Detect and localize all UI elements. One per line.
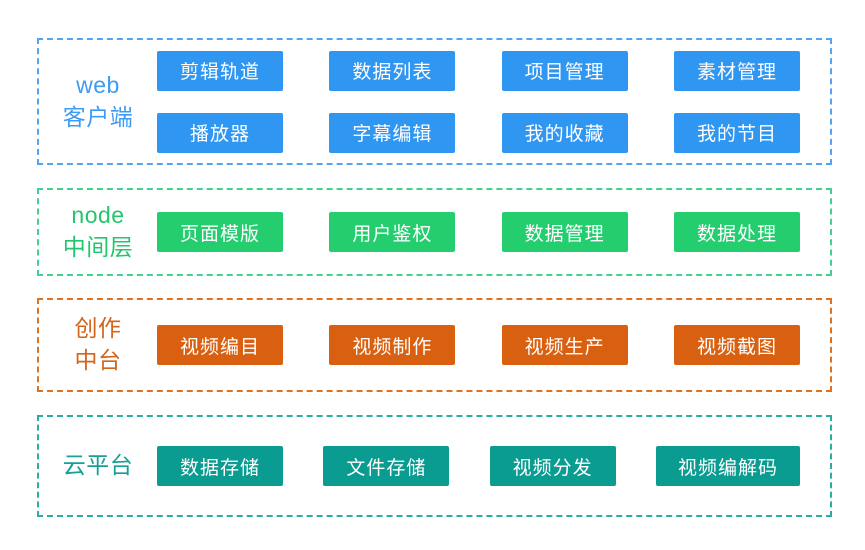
module-box: 字幕编辑 [329,112,456,153]
module-box: 视频截图 [673,325,800,365]
module-box: 数据管理 [501,212,628,252]
layer-title-line: 中台 [74,347,122,373]
layer-title-line: node [71,202,125,229]
module-box: 视频编解码 [655,446,800,486]
layer-title-cloud-platform: 云平台 [39,450,157,482]
layer-title-line: 云平台 [62,452,134,479]
module-box: 视频生产 [501,325,628,365]
module-box: 剪辑轨道 [157,50,283,91]
module-box: 数据处理 [673,212,800,252]
module-row: 播放器 字幕编辑 我的收藏 我的节目 [157,112,800,153]
module-box: 素材管理 [673,50,800,91]
module-row: 剪辑轨道 数据列表 项目管理 素材管理 [157,50,800,91]
layer-node-middleware: node 中间层页面模版 用户鉴权 数据管理 数据处理 [37,188,832,276]
module-box: 我的收藏 [501,112,628,153]
layer-title-web-client: web 客户端 [39,70,157,133]
module-box: 数据存储 [157,446,283,486]
layer-creation-middle-platform: 创作中台视频编目视频制作视频生产视频截图 [37,298,832,392]
layer-cloud-platform: 云平台数据存储文件存储视频分发视频编解码 [37,415,832,517]
module-box: 视频编目 [157,325,283,365]
module-row: 数据存储文件存储视频分发视频编解码 [157,446,800,486]
module-grid: 数据存储文件存储视频分发视频编解码 [157,446,830,486]
layer-title-line: web [76,71,120,98]
module-box: 用户鉴权 [329,212,456,252]
layer-title-line: 客户端 [62,103,134,130]
layer-title-creation-middle-platform: 创作中台 [39,313,157,376]
module-row: 视频编目 视频制作 视频生产 视频截图 [157,325,800,365]
module-row: 页面模版 用户鉴权 数据管理 数据处理 [157,212,800,252]
module-box: 视频制作 [329,325,456,365]
module-grid: 页面模版 用户鉴权 数据管理 数据处理 [157,212,830,252]
module-box: 数据列表 [329,50,456,91]
module-box: 视频分发 [489,446,616,486]
layer-web-client: web 客户端剪辑轨道 数据列表 项目管理 素材管理播放器 字幕编辑 我的收藏 我的节目 [37,38,832,165]
layer-title-line: 中间层 [62,234,134,260]
module-box: 页面模版 [157,212,283,252]
module-box: 我的节目 [673,112,800,153]
module-box: 播放器 [157,112,283,153]
module-box: 文件存储 [323,446,450,486]
layer-title-node-middleware: node 中间层 [39,200,157,263]
module-grid: 视频编目 视频制作 视频生产 视频截图 [157,325,830,365]
layer-title-line: 创作 [74,315,122,342]
module-box: 项目管理 [501,50,628,91]
module-grid: 剪辑轨道 数据列表 项目管理 素材管理播放器 字幕编辑 我的收藏 我的节目 [157,50,830,153]
